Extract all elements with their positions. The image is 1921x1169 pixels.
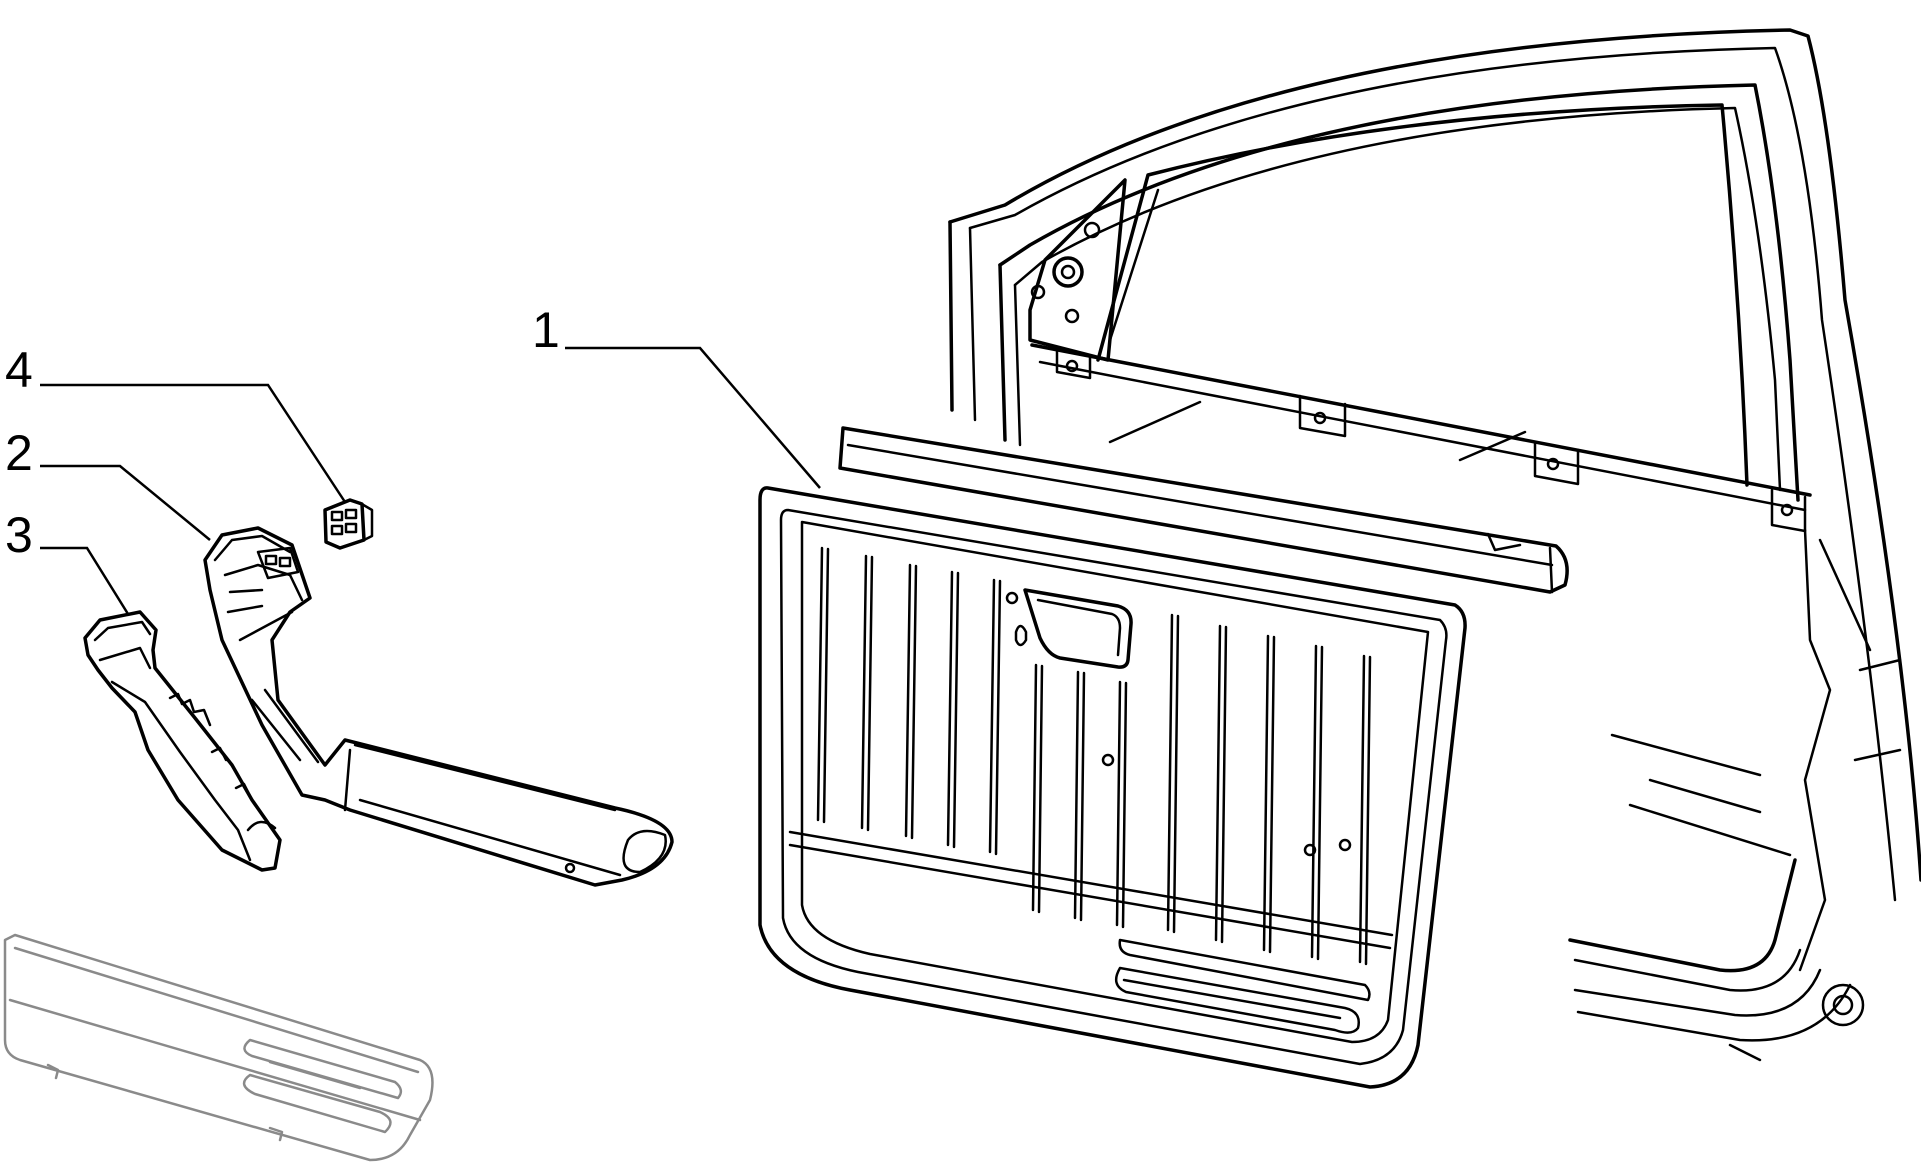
callout-3-number: 3	[5, 507, 33, 563]
callout-4-number: 4	[5, 342, 33, 398]
ghosted-lower-trim	[3, 933, 434, 1162]
door-frame	[948, 28, 1921, 1062]
window-switch	[323, 498, 374, 550]
armrest-handle	[203, 526, 674, 887]
callout-2-leader	[40, 464, 211, 541]
callout-2-number: 2	[5, 425, 33, 481]
trim-strip	[83, 610, 282, 872]
callouts: 1 4 2 3	[5, 302, 821, 615]
door-trim-panel	[758, 486, 1467, 1089]
callout-1-leader	[565, 346, 821, 489]
callout-1-number: 1	[532, 302, 560, 358]
callout-4-leader	[40, 383, 347, 503]
window-strip	[838, 426, 1569, 594]
callout-3-leader	[40, 546, 130, 615]
